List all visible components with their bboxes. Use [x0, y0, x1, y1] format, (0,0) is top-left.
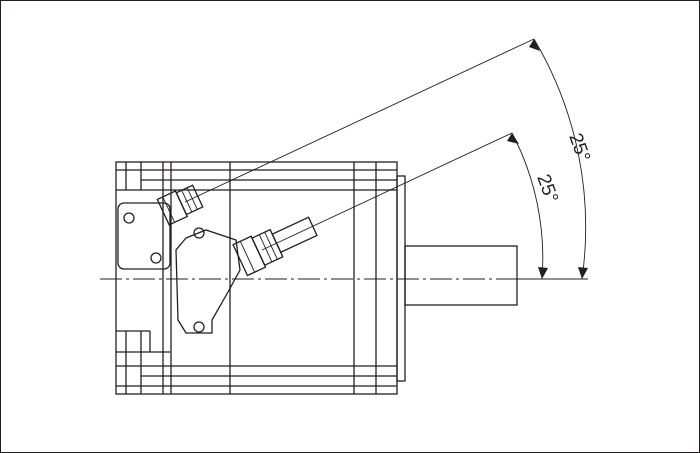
inner-angle-dimension [507, 132, 548, 280]
outer-angle-label: 25° [564, 131, 594, 165]
encoder-connector [117, 184, 204, 270]
power-connector [175, 216, 318, 334]
angle-extension-lines [184, 38, 588, 280]
motor-housing [115, 161, 398, 395]
outer-angle-dimension [529, 38, 588, 280]
output-shaft [404, 245, 518, 306]
